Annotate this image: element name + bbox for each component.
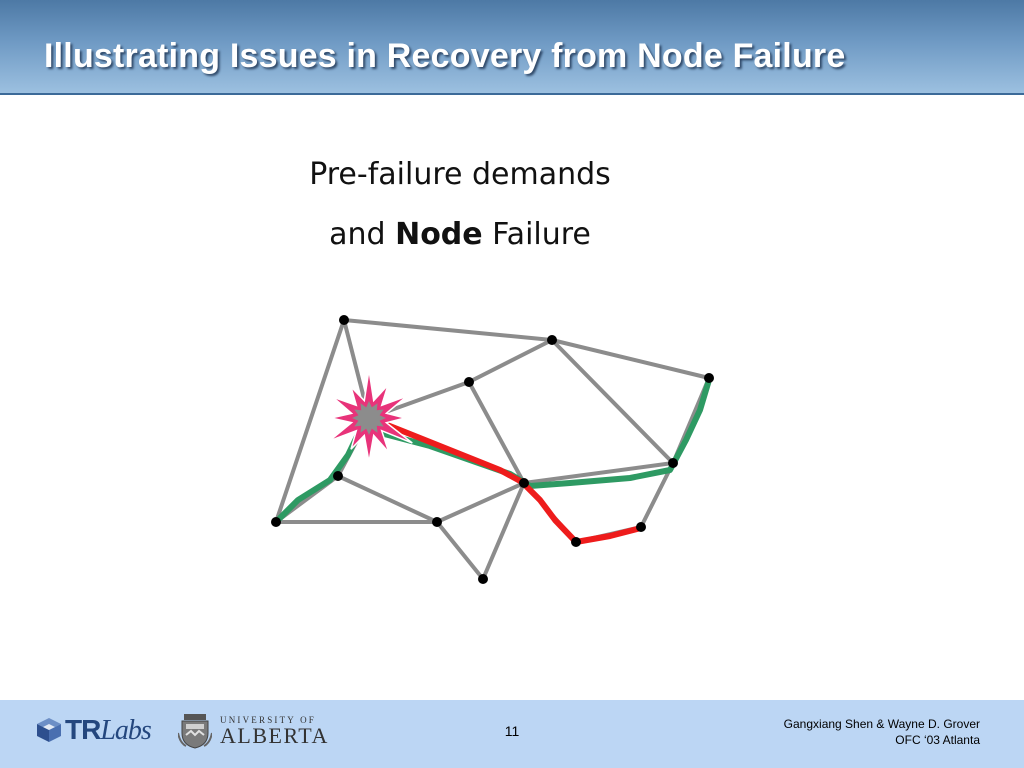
subtitle-and: and [329, 217, 396, 252]
node [432, 517, 442, 527]
span [435, 481, 526, 524]
subtitle-node-bold: Node [395, 217, 483, 252]
trlabs-labs: Labs [100, 714, 151, 746]
span [467, 380, 526, 485]
node [636, 522, 646, 532]
node [333, 471, 343, 481]
span [274, 318, 346, 524]
page-number: 11 [504, 723, 520, 739]
trlabs-wordmark: TRLabs [65, 713, 152, 747]
subtitle-line-2: and Node Failure [270, 218, 650, 252]
span [550, 338, 711, 380]
node [271, 517, 281, 527]
alberta-crest-icon [178, 714, 212, 749]
span [342, 318, 554, 342]
span [550, 338, 675, 465]
network-nodes [271, 315, 714, 584]
node [668, 458, 678, 468]
node [339, 315, 349, 325]
failed-node-icon [352, 401, 386, 435]
slide-title: Illustrating Issues in Recovery from Nod… [44, 37, 846, 75]
alberta-logo: UNIVERSITY OF ALBERTA [178, 713, 329, 749]
title-bar: Illustrating Issues in Recovery from Nod… [0, 0, 1024, 95]
network-spans [274, 318, 711, 581]
subtitle-failure: Failure [482, 217, 591, 252]
author-line: Gangxiang Shen & Wayne D. Grover [783, 717, 980, 731]
node [704, 373, 714, 383]
node [571, 537, 581, 547]
node [478, 574, 488, 584]
span [467, 338, 554, 384]
span [639, 461, 675, 529]
credits: Gangxiang Shen & Wayne D. Grover OFC ‘03… [784, 716, 980, 748]
span [336, 474, 439, 524]
footer-bar [0, 700, 1024, 768]
node [464, 377, 474, 387]
trlabs-cube-icon [37, 718, 61, 742]
event-line: OFC ‘03 Atlanta [895, 733, 980, 747]
node [547, 335, 557, 345]
trlabs-tr: TR [65, 713, 101, 745]
trlabs-logo: TRLabs [36, 713, 152, 747]
span [522, 461, 675, 485]
span [435, 520, 485, 581]
span [481, 481, 526, 581]
alberta-wordmark: ALBERTA [220, 723, 329, 748]
failure-burst-icon [328, 369, 413, 463]
alberta-university-of: UNIVERSITY OF [220, 715, 317, 725]
node [519, 478, 529, 488]
subtitle-line-1: Pre-failure demands [309, 157, 611, 192]
